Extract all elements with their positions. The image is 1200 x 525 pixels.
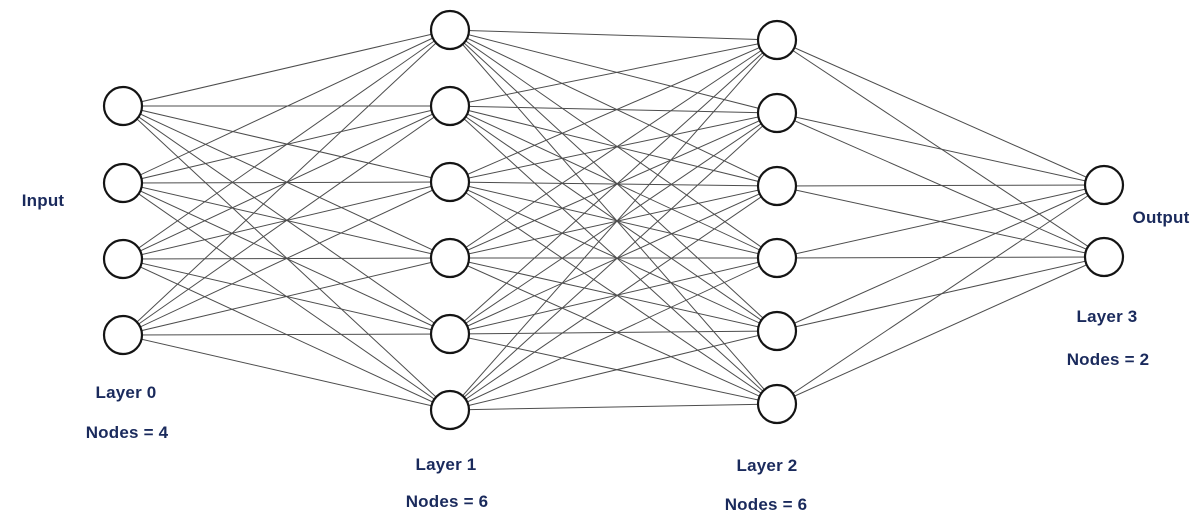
layer-3-label: Layer 3 xyxy=(1076,307,1138,326)
edge-l1n0-l2n0 xyxy=(449,29,778,41)
edge-l1n3-l2n2 xyxy=(449,185,778,259)
edge-l1n5-l2n5 xyxy=(449,403,778,411)
layer-2-node-count-label: Nodes = 6 xyxy=(724,495,808,514)
edge-l1n2-l2n0 xyxy=(449,39,778,183)
edge-l1n2-l2n4 xyxy=(449,181,778,332)
edge-l1n1-l2n2 xyxy=(449,105,778,187)
node-layer0-2 xyxy=(102,238,144,280)
edge-l1n5-l2n0 xyxy=(449,39,778,411)
node-layer3-1 xyxy=(1083,236,1125,278)
input-label: Input xyxy=(21,191,65,210)
node-layer1-3 xyxy=(429,237,471,279)
node-layer1-2 xyxy=(429,161,471,203)
edge-l1n4-l2n5 xyxy=(449,333,778,405)
edge-l1n2-l2n2 xyxy=(449,181,778,187)
edge-l1n5-l2n4 xyxy=(449,330,778,411)
edge-l1n0-l2n2 xyxy=(449,29,778,187)
edge-l1n5-l2n3 xyxy=(449,257,778,411)
edge-l1n2-l2n3 xyxy=(449,181,778,259)
node-layer2-3 xyxy=(756,237,798,279)
edge-l1n4-l2n3 xyxy=(449,257,778,335)
edge-l1n1-l2n4 xyxy=(449,105,778,332)
node-layer2-1 xyxy=(756,92,798,134)
edge-l0n3-l1n3 xyxy=(122,257,451,336)
layer-2-label: Layer 2 xyxy=(736,456,798,475)
edge-l1n4-l2n4 xyxy=(449,330,778,335)
node-layer2-5 xyxy=(756,383,798,425)
edge-l1n3-l2n0 xyxy=(449,39,778,259)
edge-l0n3-l1n5 xyxy=(122,334,451,411)
edge-l1n2-l2n5 xyxy=(449,181,778,405)
edge-l2n1-l3n0 xyxy=(776,112,1105,186)
edge-l1n0-l2n4 xyxy=(449,29,778,332)
edge-l0n1-l1n0 xyxy=(122,29,451,184)
edge-l1n5-l2n1 xyxy=(449,112,778,411)
layer-0-label: Layer 0 xyxy=(95,383,157,402)
edge-l0n3-l1n4 xyxy=(122,333,451,336)
node-layer2-4 xyxy=(756,310,798,352)
edge-l1n1-l2n3 xyxy=(449,105,778,259)
edge-l2n2-l3n0 xyxy=(776,184,1105,187)
node-layer0-1 xyxy=(102,162,144,204)
edge-l2n3-l3n0 xyxy=(776,184,1105,259)
output-label: Output xyxy=(1132,208,1190,227)
edge-l2n4-l3n0 xyxy=(776,184,1105,332)
layer-1-label: Layer 1 xyxy=(415,455,477,474)
node-layer1-1 xyxy=(429,85,471,127)
edge-l1n3-l2n1 xyxy=(449,112,778,259)
edge-l1n1-l2n5 xyxy=(449,105,778,405)
edge-l1n0-l2n1 xyxy=(449,29,778,114)
edge-l1n4-l2n2 xyxy=(449,185,778,335)
node-layer2-2 xyxy=(756,165,798,207)
node-layer0-0 xyxy=(102,85,144,127)
node-layer3-0 xyxy=(1083,164,1125,206)
edge-l2n0-l3n0 xyxy=(776,39,1105,186)
edge-l1n4-l2n0 xyxy=(449,39,778,335)
layer-3-node-count-label: Nodes = 2 xyxy=(1066,350,1150,369)
node-layer1-0 xyxy=(429,9,471,51)
edge-l1n1-l2n0 xyxy=(449,39,778,107)
edge-l1n5-l2n2 xyxy=(449,185,778,411)
edge-l1n3-l2n5 xyxy=(449,257,778,405)
edge-l1n1-l2n1 xyxy=(449,105,778,114)
edge-l1n2-l2n1 xyxy=(449,112,778,183)
edge-l1n4-l2n1 xyxy=(449,112,778,335)
layer-1-node-count-label: Nodes = 6 xyxy=(405,492,489,511)
edge-l1n0-l2n5 xyxy=(449,29,778,405)
layer-0-node-count-label: Nodes = 4 xyxy=(85,423,169,442)
edge-l0n3-l1n0 xyxy=(122,29,451,336)
edge-l2n5-l3n1 xyxy=(776,256,1105,405)
edge-l0n3-l1n2 xyxy=(122,181,451,336)
edge-l1n3-l2n4 xyxy=(449,257,778,332)
node-layer2-0 xyxy=(756,19,798,61)
node-layer1-4 xyxy=(429,313,471,355)
edge-l0n0-l1n0 xyxy=(122,29,451,107)
edge-l2n5-l3n0 xyxy=(776,184,1105,405)
edge-l0n2-l1n0 xyxy=(122,29,451,260)
edge-l1n0-l2n3 xyxy=(449,29,778,259)
node-layer1-5 xyxy=(429,389,471,431)
node-layer0-3 xyxy=(102,314,144,356)
edge-l0n3-l1n1 xyxy=(122,105,451,336)
